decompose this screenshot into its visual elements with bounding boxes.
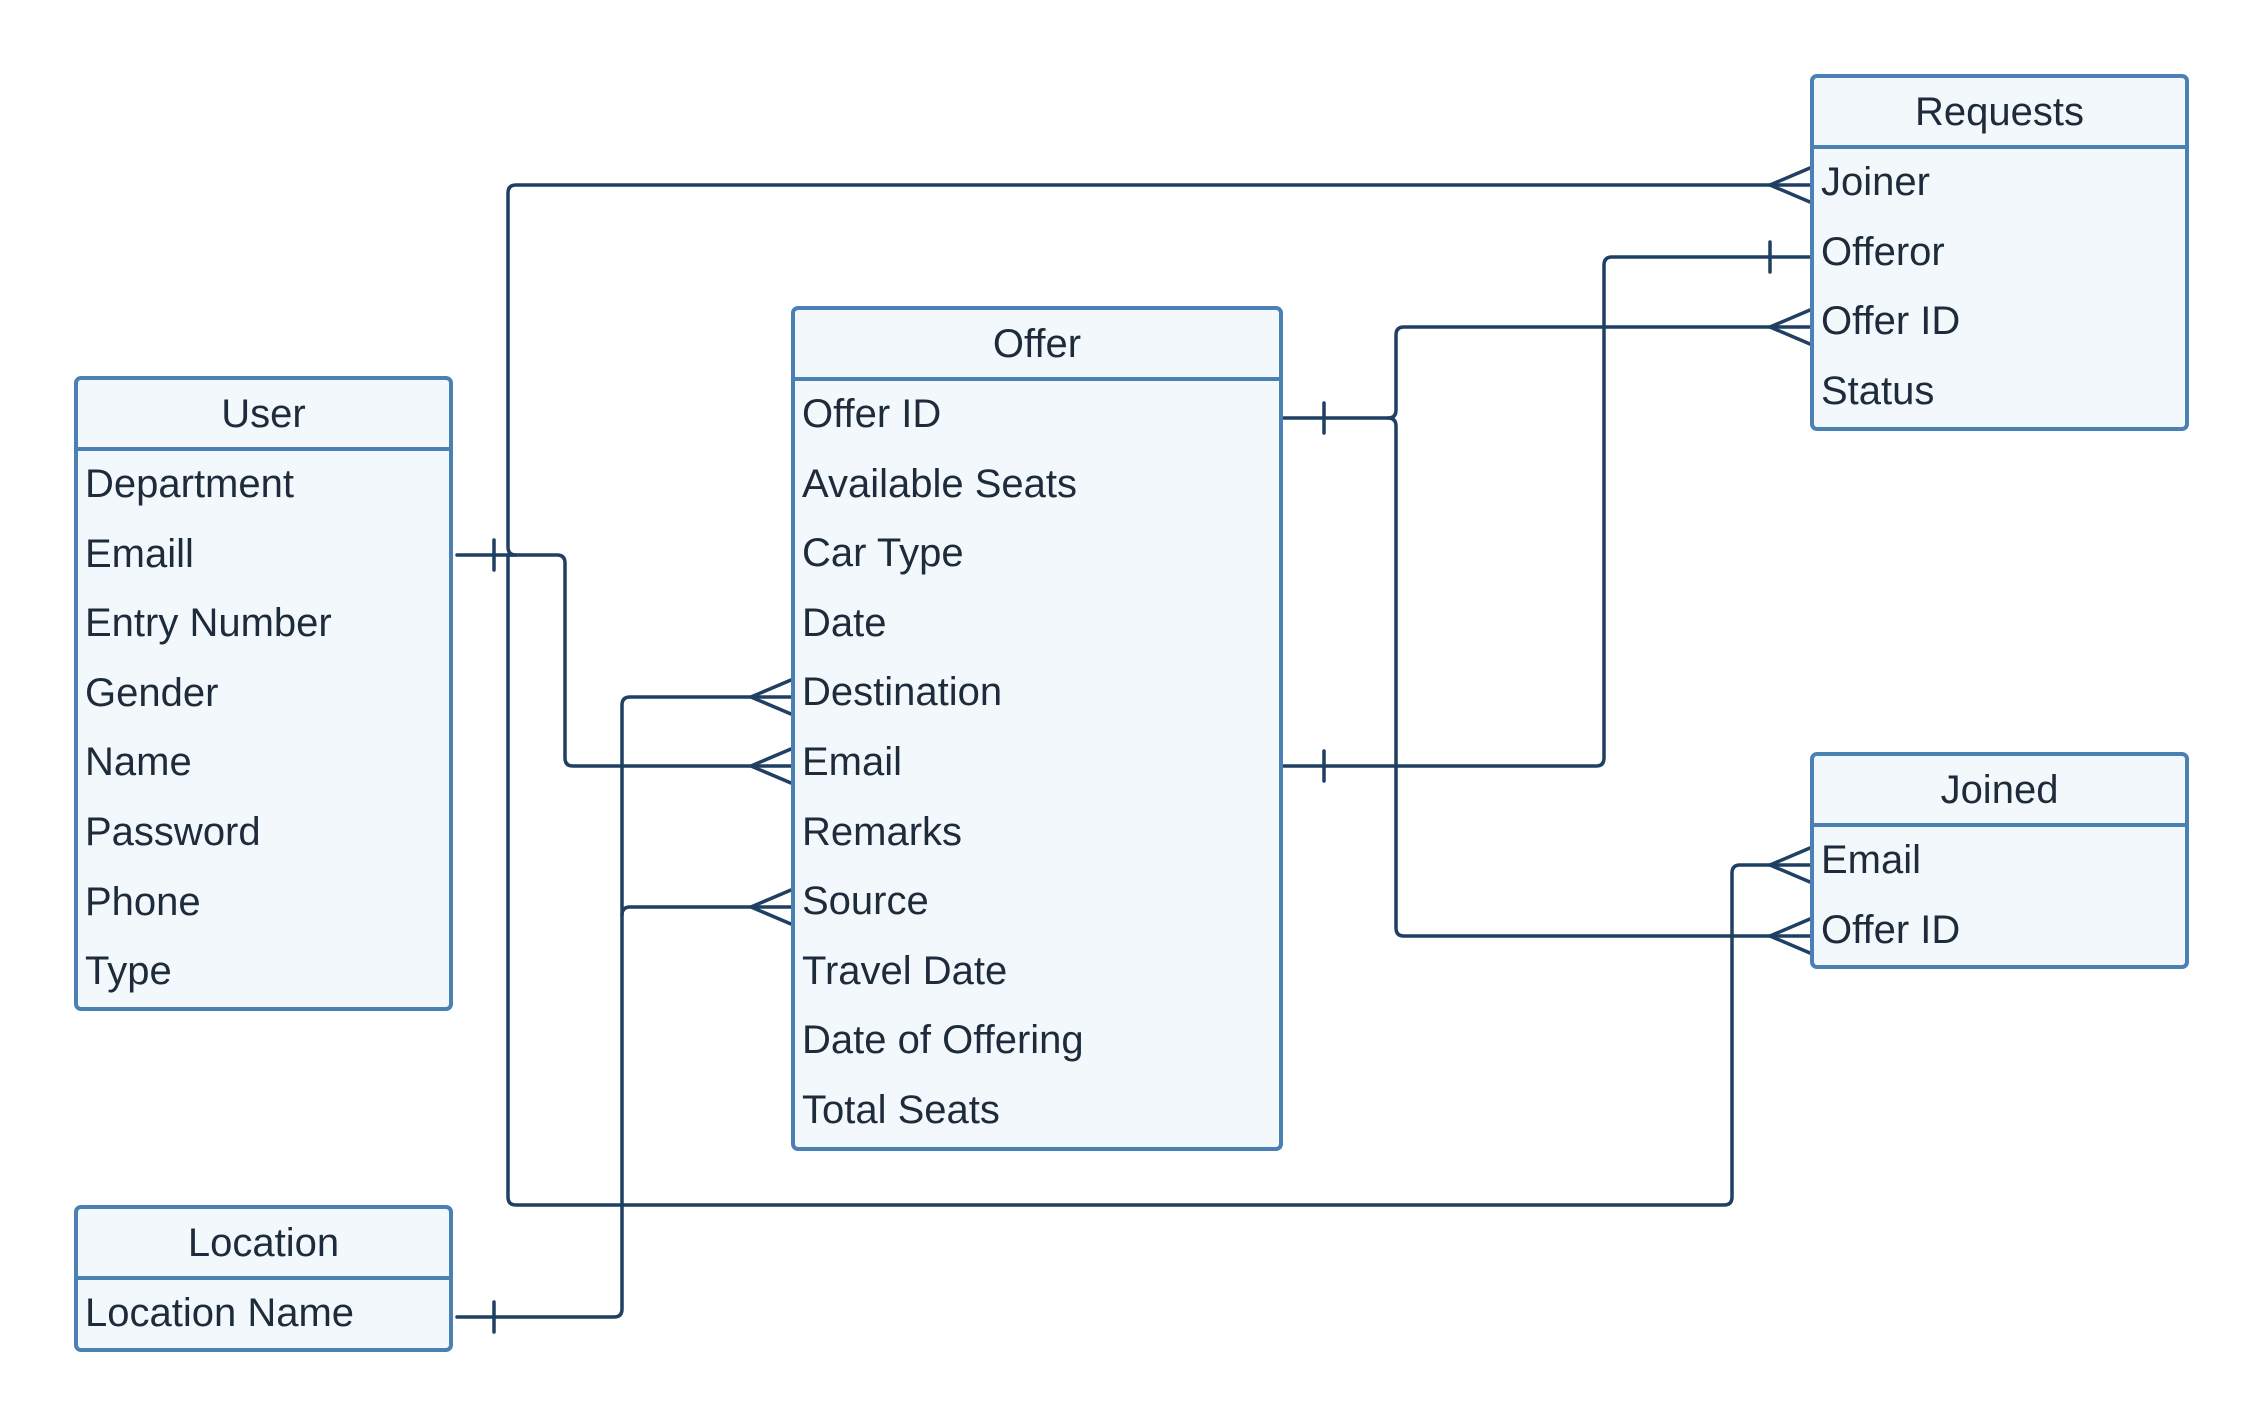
field-name: Name [85, 740, 192, 785]
many-marker [749, 747, 793, 785]
entity-title: Location [78, 1209, 449, 1280]
field-remarks: Remarks [802, 809, 963, 854]
field-email: Emaill [85, 531, 194, 576]
field-car-type: Car Type [802, 531, 964, 576]
entity-title: Requests [1814, 78, 2185, 149]
field-status: Status [1821, 368, 1935, 413]
field-offer-id: Offer ID [802, 392, 942, 436]
field-offer-id: Offer ID [1821, 299, 1961, 344]
rel-user-email-offer-email[interactable] [506, 553, 793, 768]
field-joiner: Joiner [1821, 160, 1930, 204]
rel-offer-email-requests-offeror[interactable] [1281, 255, 1812, 768]
entity-joined[interactable]: Joined Email Offer ID [1810, 752, 2189, 969]
rel-offer-id-joined-offer-id[interactable] [1386, 416, 1812, 938]
many-marker [749, 678, 793, 716]
many-marker [1768, 166, 1812, 204]
many-marker [1768, 308, 1812, 346]
field-source: Source [802, 879, 929, 924]
many-marker [1768, 846, 1812, 884]
field-offeror: Offeror [1821, 229, 1945, 274]
field-date-of-offering: Date of Offering [802, 1018, 1084, 1063]
rel-offer-id-requests-offer-id[interactable] [1281, 325, 1812, 420]
many-marker [1768, 917, 1812, 955]
field-department: Department [85, 462, 294, 506]
rel-location-offer-source[interactable] [620, 905, 793, 917]
field-available-seats: Available Seats [802, 461, 1077, 506]
field-email: Email [802, 739, 903, 784]
field-travel-date: Travel Date [802, 948, 1008, 993]
field-email: Email [1821, 838, 1922, 882]
entity-title: Joined [1814, 756, 2185, 827]
entity-offer[interactable]: Offer Offer ID Available Seats Car Type … [791, 306, 1283, 1151]
field-location-name: Location Name [85, 1291, 355, 1335]
entity-location[interactable]: Location Location Name [74, 1205, 453, 1352]
field-entry-number: Entry Number [85, 601, 332, 646]
rel-location-offer-destination[interactable] [455, 695, 793, 1319]
entity-title: User [78, 380, 449, 451]
field-total-seats: Total Seats [802, 1087, 1000, 1132]
field-date: Date [802, 600, 887, 645]
entity-title: Offer [795, 310, 1279, 381]
field-type: Type [85, 949, 172, 994]
field-destination: Destination [802, 670, 1003, 715]
field-gender: Gender [85, 670, 219, 715]
field-phone: Phone [85, 879, 201, 924]
field-offer-id: Offer ID [1821, 907, 1961, 952]
rel-user-email-joined-email[interactable] [506, 553, 1812, 1207]
many-marker [749, 888, 793, 926]
field-password: Password [85, 809, 261, 854]
entity-requests[interactable]: Requests Joiner Offeror Offer ID Status [1810, 74, 2189, 431]
entity-user[interactable]: User Department Emaill Entry Number Gend… [74, 376, 453, 1011]
